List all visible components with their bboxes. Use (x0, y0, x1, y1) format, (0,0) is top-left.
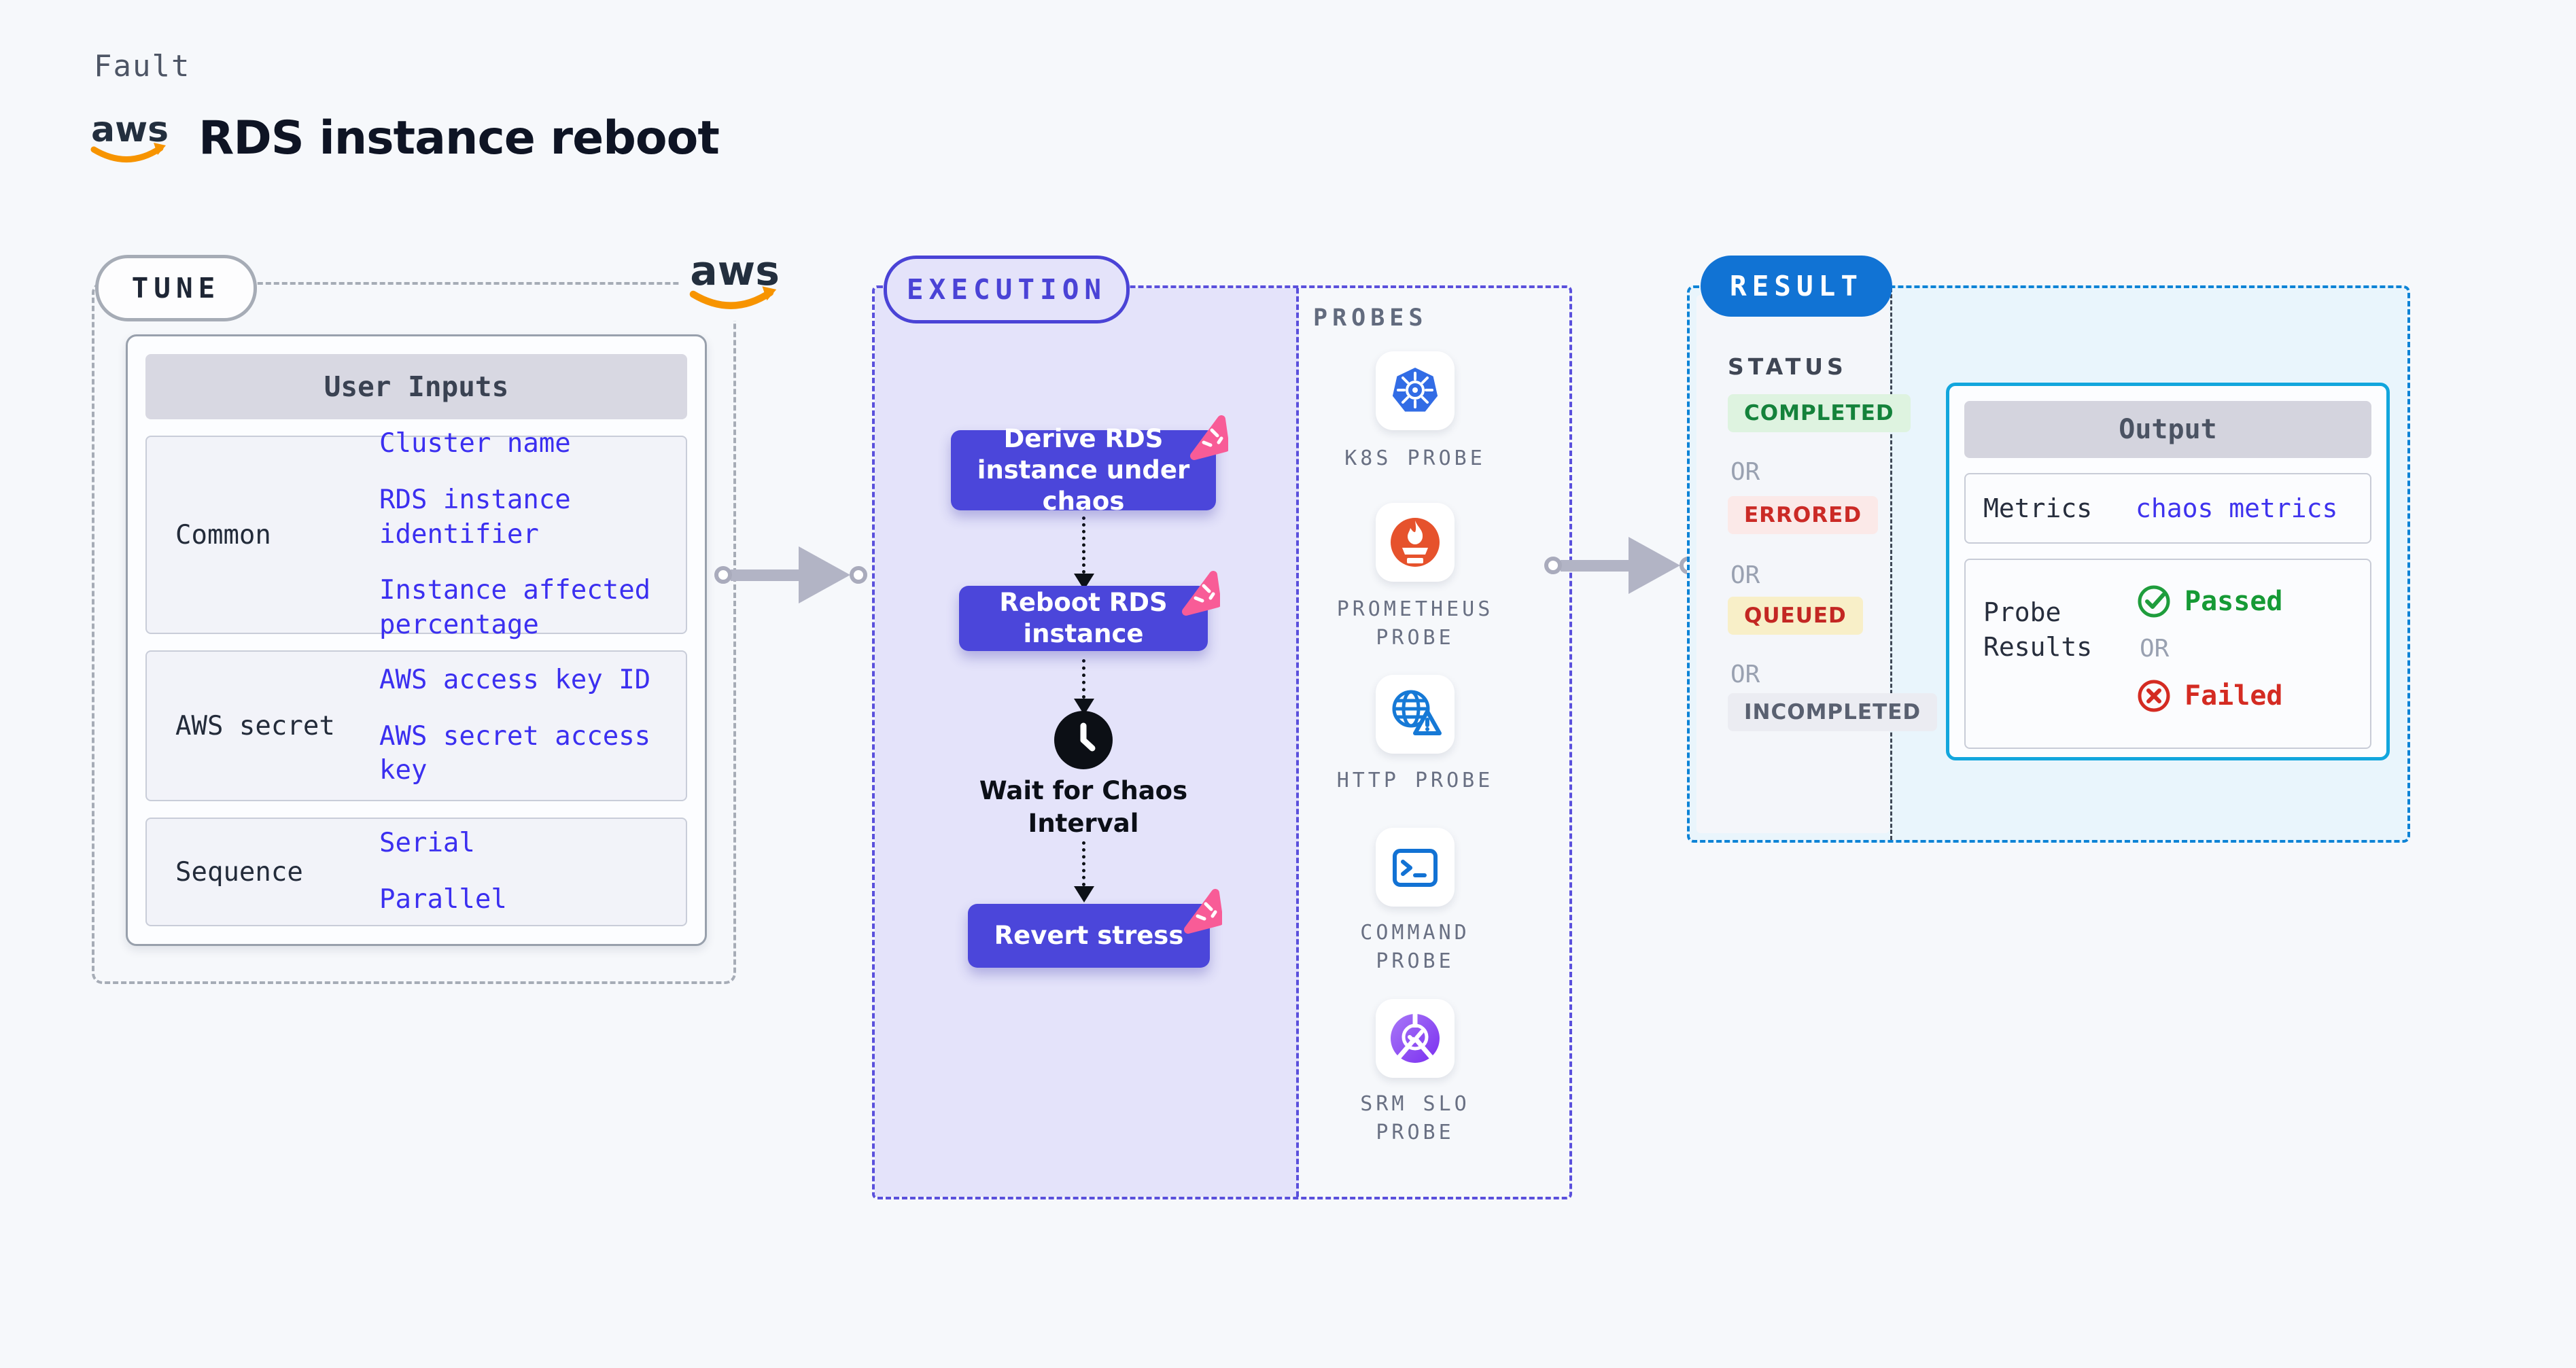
output-table: Output Metrics chaos metrics Probe Resul… (1946, 383, 2390, 760)
input-link-rds-instance-identifier[interactable]: RDS instance identifier (379, 484, 571, 550)
terminal-icon (1393, 849, 1438, 887)
row-label: Common (175, 519, 271, 550)
prometheus-icon (1391, 518, 1440, 567)
slo-check-icon (1391, 1014, 1440, 1063)
dotted-connector-arrowhead (1074, 886, 1094, 902)
or-label: OR (1730, 458, 1760, 486)
input-link-parallel[interactable]: Parallel (379, 884, 507, 915)
or-label: OR (1730, 561, 1760, 589)
table-row-common: Common Cluster name RDS instance identif… (145, 428, 687, 640)
flow-arrow-tune-to-execution (714, 546, 867, 603)
tune-section (92, 282, 736, 984)
step-node-revert-stress: Revert stress (968, 889, 1222, 968)
chaos-metrics-link[interactable]: chaos metrics (2136, 493, 2338, 523)
probe-result-failed: Failed (2136, 678, 2283, 714)
chaos-badge-icon (1182, 571, 1220, 616)
status-badge-queued: QUEUED (1728, 597, 1863, 635)
aws-logo-icon: aws (90, 107, 178, 169)
probe-result-passed: Passed (2136, 583, 2283, 620)
output-header: Output (1964, 401, 2371, 458)
status-badge-incompleted: INCOMPLETED (1728, 693, 1938, 731)
step-label: Derive RDS instance under chaos (977, 423, 1190, 516)
flow-arrow-execution-to-result (1544, 537, 1697, 594)
chaos-badge-icon (1190, 415, 1228, 460)
table-row-sequence: Sequence Serial Parallel (145, 818, 687, 926)
wait-interval-label: Wait for Chaos Interval (979, 776, 1188, 839)
failed-label: Failed (2185, 680, 2283, 712)
page-title: RDS instance reboot (198, 111, 720, 165)
status-badge-errored: ERRORED (1728, 496, 1879, 534)
status-output-divider (1890, 288, 1892, 840)
probe-label: HTTP PROBE (1336, 769, 1494, 792)
probe-card-command (1376, 828, 1455, 907)
probe-results-label: Probe Results (1983, 597, 2093, 663)
aws-logo-icon: aws (680, 238, 799, 321)
input-link-cluster-name[interactable]: Cluster name (379, 428, 571, 459)
probe-label: K8S PROBE (1344, 446, 1486, 470)
probe-label: SRM SLO PROBE (1360, 1092, 1470, 1144)
or-label: OR (2140, 635, 2170, 663)
dotted-connector (1082, 516, 1085, 574)
probe-label: COMMAND PROBE (1360, 921, 1470, 973)
probe-card-http (1376, 675, 1455, 754)
status-heading: STATUS (1728, 353, 1847, 380)
step-label: Reboot RDS instance (999, 587, 1168, 648)
or-label: OR (1730, 661, 1760, 688)
status-panel (1696, 295, 1890, 833)
row-label: AWS secret (175, 710, 335, 741)
input-link-instance-affected-percentage[interactable]: Instance affected percentage (379, 575, 651, 641)
clock-icon (1054, 711, 1113, 769)
result-section: STATUS COMPLETED OR ERRORED OR QUEUED OR… (1687, 285, 2410, 843)
step-label: Revert stress (994, 920, 1184, 950)
metrics-label: Metrics (1983, 493, 2093, 523)
tune-pill: TUNE (95, 255, 257, 321)
probe-card-prometheus (1376, 503, 1455, 582)
x-circle-icon (2138, 680, 2170, 712)
kubernetes-icon (1392, 368, 1438, 412)
table-row-aws-secret: AWS secret AWS access key ID AWS secret … (145, 650, 687, 801)
output-row-probe-results: Probe Results Passed OR Failed (1964, 559, 2371, 749)
status-badge-completed: COMPLETED (1728, 394, 1911, 432)
passed-label: Passed (2185, 586, 2283, 617)
check-circle-icon (2138, 585, 2170, 618)
probe-card-srm-slo (1376, 999, 1455, 1078)
probe-label: PROMETHEUS PROBE (1336, 597, 1494, 650)
step-node-derive-rds-instance: Derive RDS instance under chaos (951, 415, 1228, 516)
probes-heading: PROBES (1313, 304, 1428, 332)
user-inputs-table: User Inputs Common Cluster name RDS inst… (126, 334, 707, 946)
globe-warning-icon (1392, 690, 1442, 735)
dotted-connector (1082, 659, 1085, 699)
row-label: Sequence (175, 856, 303, 888)
step-node-reboot-rds-instance: Reboot RDS instance (959, 571, 1220, 651)
user-inputs-header: User Inputs (145, 354, 687, 419)
page-title-row: aws RDS instance reboot (90, 107, 720, 169)
probe-card-k8s (1376, 351, 1455, 430)
execution-pill: EXECUTION (884, 256, 1130, 323)
fault-kicker: Fault (94, 49, 191, 84)
input-link-aws-secret-access-key[interactable]: AWS secret access key (379, 720, 651, 786)
chaos-badge-icon (1184, 889, 1222, 934)
dotted-connector (1082, 841, 1085, 886)
input-link-aws-access-key-id[interactable]: AWS access key ID (379, 664, 651, 695)
result-pill: RESULT (1701, 256, 1892, 317)
input-link-serial[interactable]: Serial (379, 828, 475, 859)
output-row-metrics: Metrics chaos metrics (1964, 473, 2371, 544)
